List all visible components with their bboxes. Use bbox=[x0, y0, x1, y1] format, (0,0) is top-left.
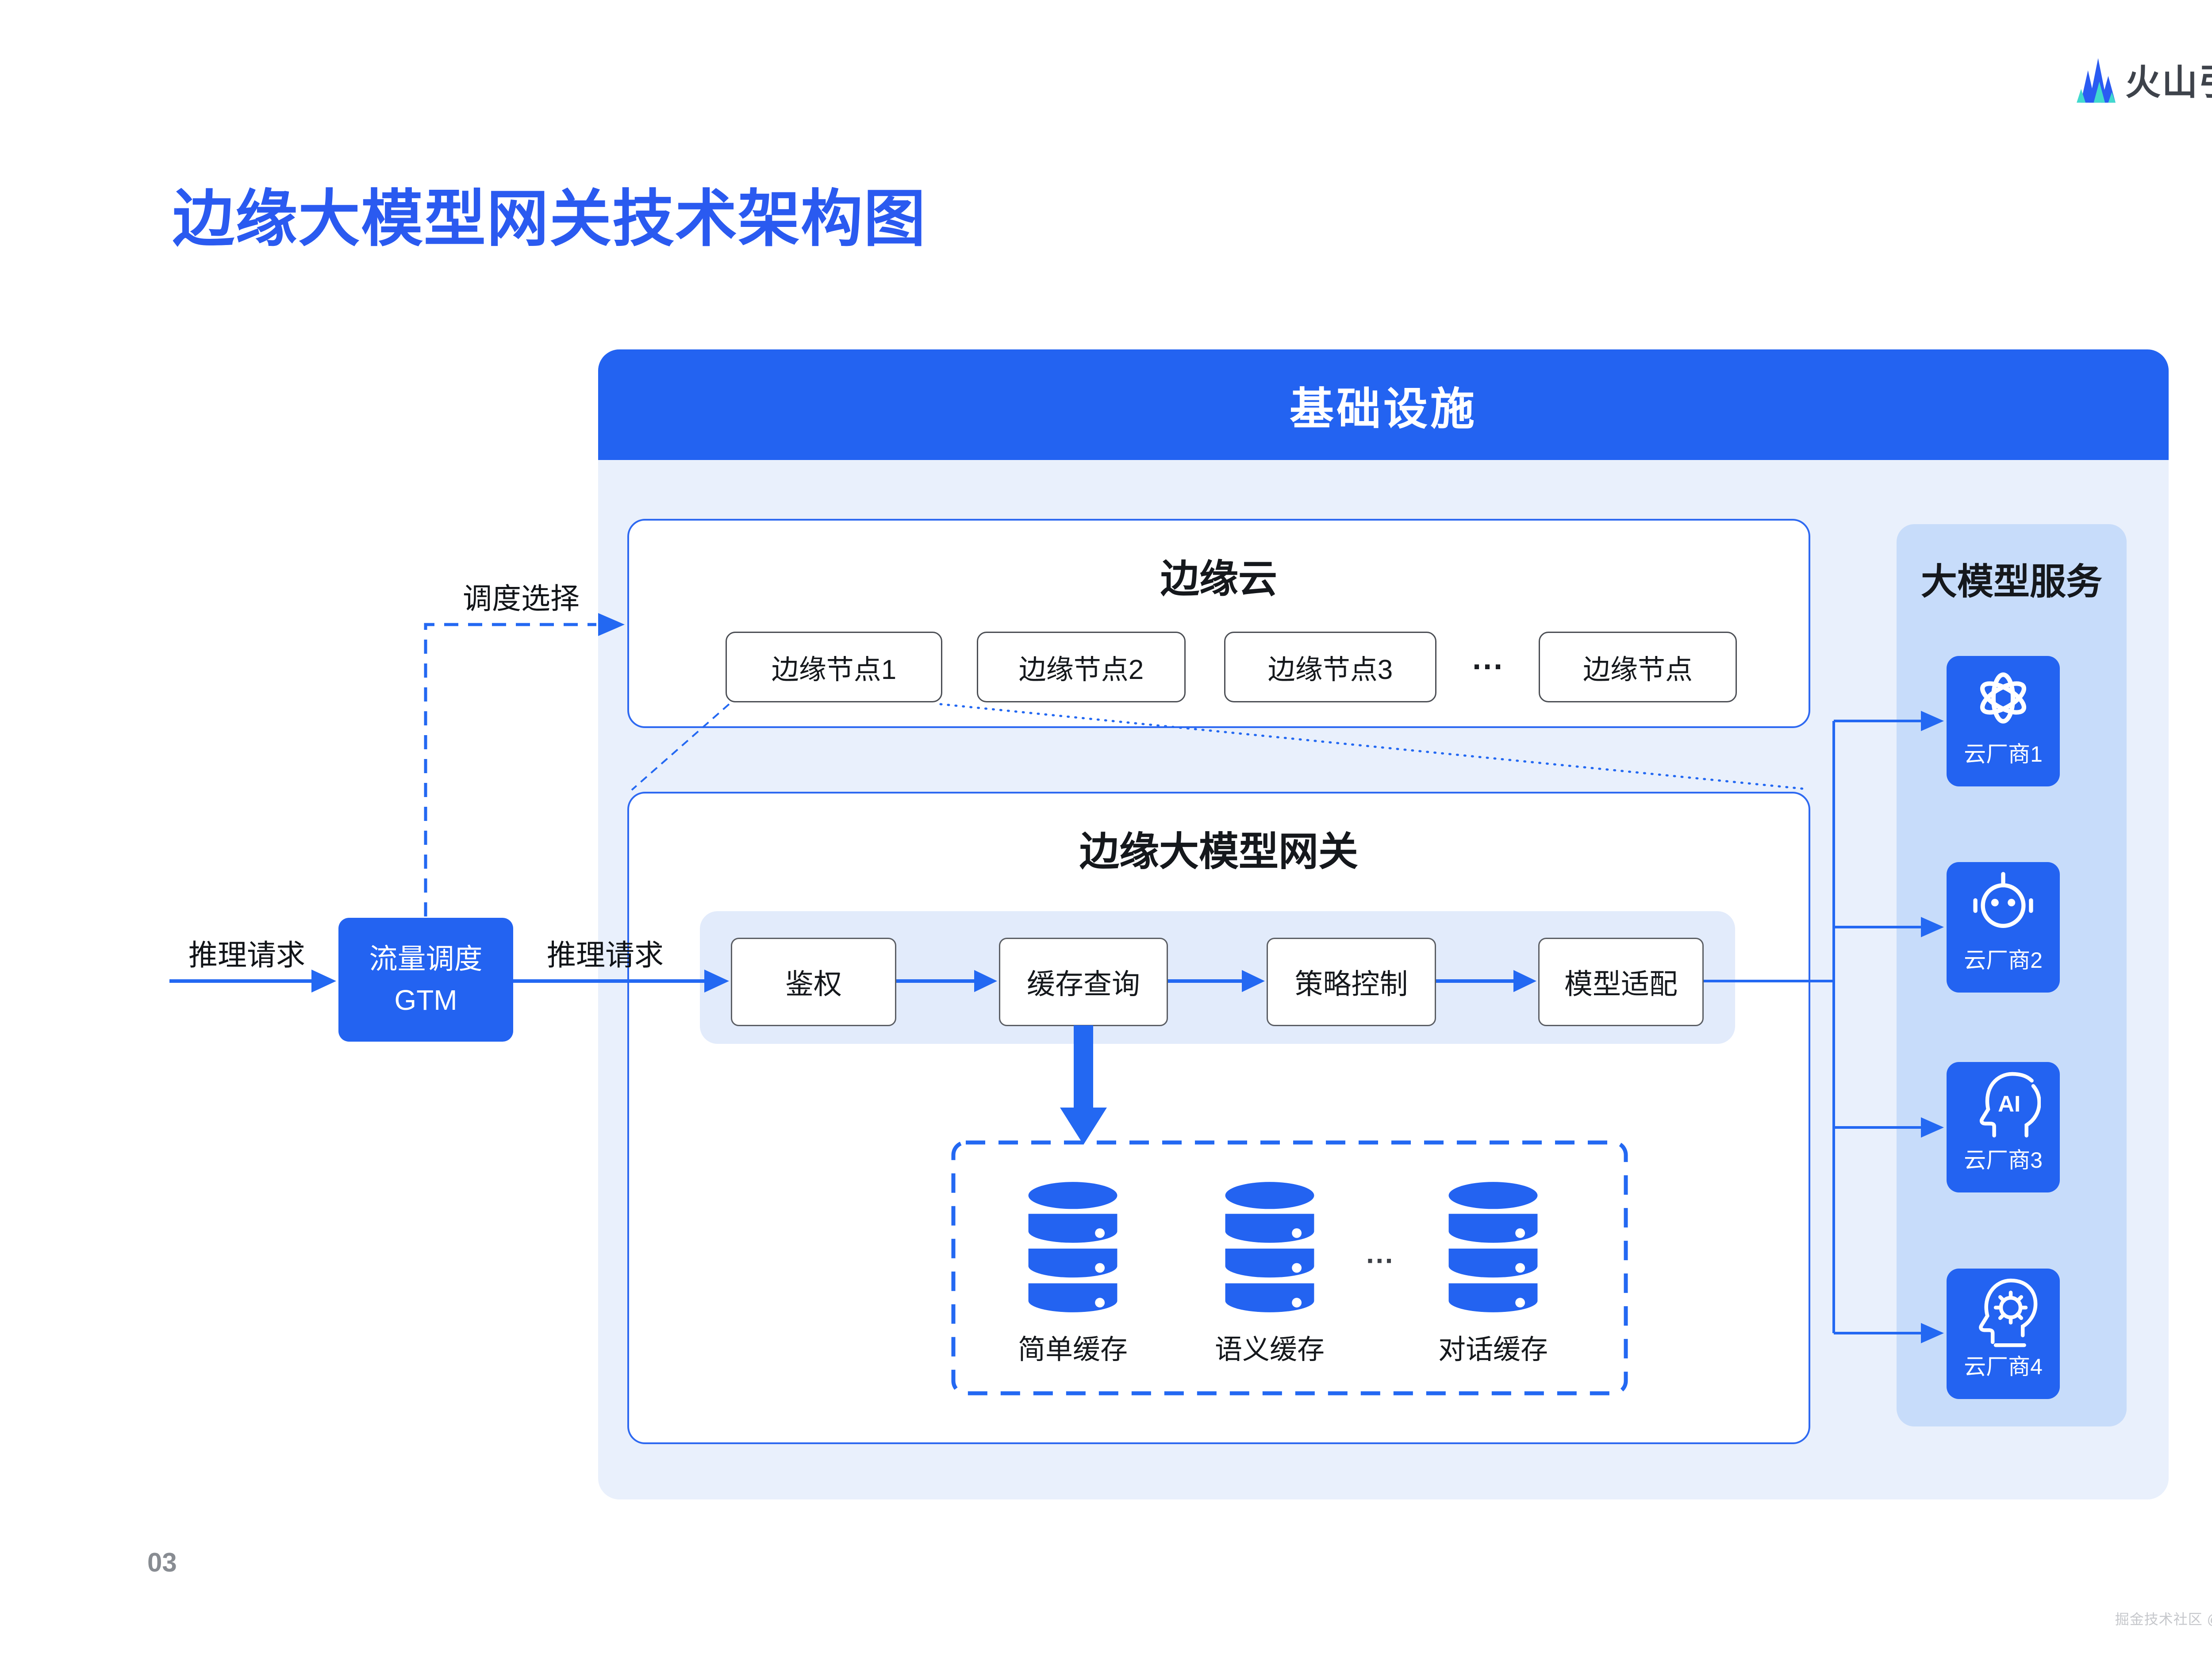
schedule-select-label: 调度选择 bbox=[463, 582, 580, 615]
model-services-title: 大模型服务 bbox=[1920, 562, 2102, 602]
infrastructure-header: 基础设施 bbox=[598, 349, 2169, 460]
gtm-box: 流量调度 GTM bbox=[338, 918, 513, 1042]
line-schedule-select-dashed bbox=[424, 623, 596, 916]
infrastructure-title: 基础设施 bbox=[1290, 384, 1477, 434]
step-cache-query-box: 缓存查询 bbox=[999, 938, 1168, 1026]
edge-cloud-title: 边缘云 bbox=[1160, 557, 1277, 601]
inference-request-left-label: 推理请求 bbox=[188, 939, 305, 971]
vendor-3-box: AI 云厂商3 bbox=[1947, 1062, 2060, 1192]
edge-node-n-box: 边缘节点 bbox=[1539, 632, 1737, 702]
edge-node-1-box: 边缘节点1 bbox=[726, 632, 942, 702]
footer-credit: 掘金技术社区 @ 火山引擎边缘云 bbox=[2115, 1611, 2212, 1627]
volcengine-logo-icon bbox=[2077, 58, 2116, 103]
vendor-2-label: 云厂商2 bbox=[1964, 948, 2043, 973]
head-gear-icon bbox=[1979, 1278, 2038, 1347]
step-model-adapt-box: 模型适配 bbox=[1538, 938, 1704, 1026]
edge-node-3-box: 边缘节点3 bbox=[1224, 632, 1436, 702]
gtm-line2: GTM bbox=[394, 984, 457, 1016]
database-icon bbox=[1028, 1182, 1118, 1312]
edge-node-ellipsis: ··· bbox=[1472, 649, 1504, 685]
robot-icon bbox=[1973, 872, 2033, 928]
svg-text:AI: AI bbox=[1998, 1091, 2020, 1116]
database-icon bbox=[1448, 1182, 1538, 1312]
cache-dialog-label: 对话缓存 bbox=[1438, 1334, 1548, 1365]
step-auth-box: 鉴权 bbox=[731, 938, 896, 1026]
cache-simple-label: 简单缓存 bbox=[1018, 1334, 1128, 1365]
vendor-4-label: 云厂商4 bbox=[1964, 1354, 2043, 1379]
brand-logo: 火山引擎 bbox=[2076, 54, 2212, 105]
ai-head-icon: AI bbox=[1979, 1072, 2041, 1138]
vendor-1-box: 云厂商1 bbox=[1947, 656, 2060, 786]
brand-name: 火山引擎 bbox=[2125, 63, 2212, 102]
page-number: 03 bbox=[147, 1548, 177, 1577]
database-icon bbox=[1225, 1182, 1314, 1312]
vendor-4-box: 云厂商4 bbox=[1947, 1269, 2060, 1399]
vendor-3-label: 云厂商3 bbox=[1964, 1148, 2043, 1173]
step-policy-control-box: 策略控制 bbox=[1267, 938, 1436, 1026]
page-title: 边缘大模型网关技术架构图 bbox=[173, 184, 927, 253]
cache-ellipsis: ··· bbox=[1366, 1245, 1394, 1277]
vendor-2-box: 云厂商2 bbox=[1947, 862, 2060, 993]
inference-request-right-label: 推理请求 bbox=[547, 939, 664, 971]
gateway-title: 边缘大模型网关 bbox=[1079, 830, 1358, 874]
vendor-1-label: 云厂商1 bbox=[1964, 742, 2043, 767]
openai-icon bbox=[1980, 672, 2027, 724]
edge-node-2-box: 边缘节点2 bbox=[977, 632, 1186, 702]
gtm-line1: 流量调度 bbox=[369, 943, 483, 975]
cache-semantic-label: 语义缓存 bbox=[1214, 1334, 1325, 1365]
